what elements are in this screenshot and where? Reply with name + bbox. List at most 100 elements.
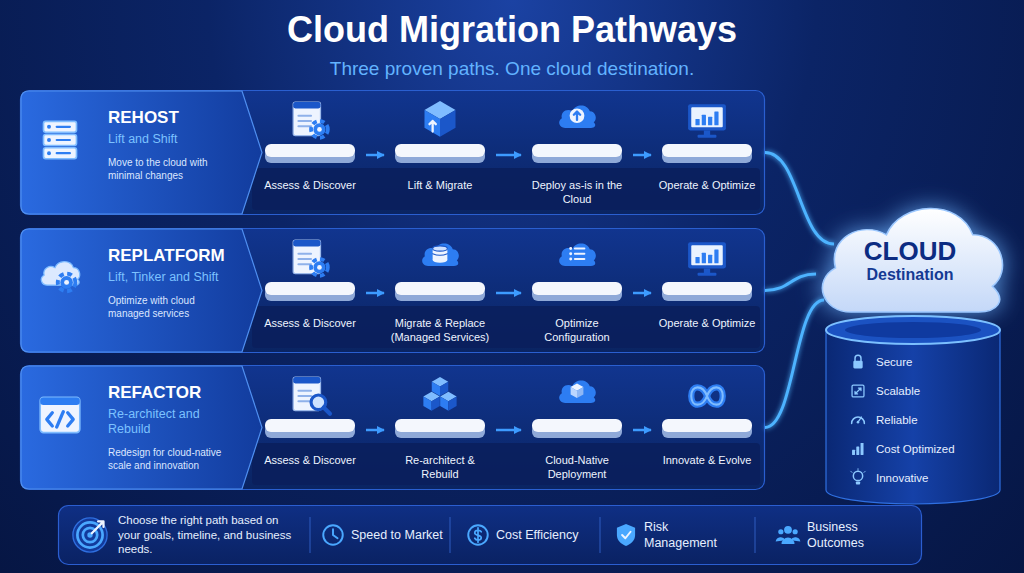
step-card xyxy=(255,233,365,348)
step-card xyxy=(652,95,762,210)
outcome-label: Speed to Market xyxy=(351,527,443,543)
path-subtitle: Lift, Tinker and Shift xyxy=(108,270,238,285)
process-step: Migrate & Replace (Managed Services) xyxy=(385,233,495,348)
process-step: Optimize Configuration xyxy=(522,233,632,348)
doc-gear-icon xyxy=(293,102,328,138)
path-description: Redesign for cloud-native scale and inno… xyxy=(108,446,238,472)
process-step: Lift & Migrate xyxy=(385,95,495,210)
outcome-label: Cost Efficiency xyxy=(496,527,588,543)
step-label: Innovate & Evolve xyxy=(652,454,762,468)
flow-arrow xyxy=(633,154,651,157)
step-label: Operate & Optimize xyxy=(652,179,762,193)
monitor-icon xyxy=(688,104,726,138)
target-icon xyxy=(73,518,107,552)
path-name: REHOST xyxy=(108,108,238,128)
step-label: Optimize Configuration xyxy=(522,317,632,345)
step-label-slot: Operate & Optimize xyxy=(652,317,762,331)
cloud-db-icon xyxy=(422,243,459,265)
step-label-slot: Operate & Optimize xyxy=(652,179,762,193)
gauge-icon xyxy=(852,417,865,423)
pathway-band: Assess & Discover Migrate & Replace (Mana… xyxy=(20,228,765,353)
path-subtitle: Re-architect and Rebuild xyxy=(108,407,238,437)
cloud-gear-icon xyxy=(41,262,79,292)
path-description: Optimize with cloud managed services xyxy=(108,294,238,320)
cloud-cubes-icon xyxy=(559,380,596,402)
outcome-label: Risk Management xyxy=(644,519,744,552)
step-card xyxy=(652,233,762,348)
shield-icon xyxy=(617,524,635,546)
cloud-text: CLOUDDestination xyxy=(812,238,1008,284)
flow-arrow xyxy=(633,292,651,295)
cube-arrow-icon xyxy=(424,101,455,137)
step-label: Assess & Discover xyxy=(255,454,365,468)
step-card xyxy=(385,95,495,210)
step-label-slot: Assess & Discover xyxy=(255,454,365,468)
cloud-link xyxy=(765,274,816,291)
process-step: Re-architect & Rebuild xyxy=(385,370,495,485)
dollar-icon xyxy=(468,525,488,545)
outcome-slot: Speed to Market xyxy=(351,527,443,543)
outcome-slot: Risk Management xyxy=(644,519,744,552)
process-step: Assess & Discover xyxy=(255,95,365,210)
step-label-slot: Re-architect & Rebuild xyxy=(385,454,495,482)
path-name: REPLATFORM xyxy=(108,246,238,266)
process-step: Operate & Optimize xyxy=(652,233,762,348)
flow-arrow xyxy=(496,154,521,157)
step-label-slot: Deploy as-is in the Cloud xyxy=(522,179,632,207)
feature-slot: Cost Optimized xyxy=(876,441,998,457)
process-step: Innovate & Evolve xyxy=(652,370,762,485)
step-label-slot: Optimize Configuration xyxy=(522,317,632,345)
step-label-slot: Assess & Discover xyxy=(255,179,365,193)
title-slot: Cloud Migration Pathways xyxy=(0,8,1024,51)
guidance-text: Choose the right path based on your goal… xyxy=(118,513,298,558)
cloud-subheading: Destination xyxy=(812,265,1008,284)
flow-arrow xyxy=(496,292,521,295)
doc-gear-icon xyxy=(293,240,328,276)
flow-arrow xyxy=(366,292,384,295)
step-card xyxy=(255,95,365,210)
process-step: Assess & Discover xyxy=(255,370,365,485)
feature-label: Cost Optimized xyxy=(876,441,998,457)
code-icon xyxy=(40,397,80,432)
server-icon xyxy=(44,121,77,158)
feature-label: Scalable xyxy=(876,383,998,399)
outcome-slot: Cost Efficiency xyxy=(496,527,588,543)
flow-arrow xyxy=(366,429,384,432)
cloud-link xyxy=(765,300,824,428)
feature-slot: Scalable xyxy=(876,383,998,399)
header-text: REPLATFORM Lift, Tinker and ShiftOptimize… xyxy=(108,246,238,320)
step-card xyxy=(652,370,762,485)
step-label: Cloud-Native Deployment xyxy=(522,454,632,482)
path-description: Move to the cloud with minimal changes xyxy=(108,156,238,182)
flow-arrow xyxy=(633,429,651,432)
header-text: REHOSTLift and ShiftMove to the cloud wi… xyxy=(108,108,238,182)
step-label-slot: Cloud-Native Deployment xyxy=(522,454,632,482)
feature-label: Reliable xyxy=(876,412,998,428)
step-label-slot: Assess & Discover xyxy=(255,317,365,331)
feature-slot: Reliable xyxy=(876,412,998,428)
feature-label: Secure xyxy=(876,354,998,370)
step-label: Assess & Discover xyxy=(255,317,365,331)
feature-label: Innovative xyxy=(876,470,998,486)
pathway-band: Assess & Discover Lift & Migrate Deploy as… xyxy=(20,90,765,215)
step-label: Assess & Discover xyxy=(255,179,365,193)
cloud-up-icon xyxy=(559,105,596,127)
step-label: Re-architect & Rebuild xyxy=(385,454,495,482)
step-label-slot: Migrate & Replace (Managed Services) xyxy=(385,317,495,345)
feature-slot: Secure xyxy=(876,354,998,370)
cloud-list-icon xyxy=(559,243,596,265)
step-label-slot: Lift & Migrate xyxy=(385,179,495,193)
path-name: REFACTOR xyxy=(108,383,238,403)
process-step: Deploy as-is in the Cloud xyxy=(522,95,632,210)
cubes-icon xyxy=(423,377,456,411)
outcome-slot: Business Outcomes xyxy=(807,519,907,552)
step-label: Operate & Optimize xyxy=(652,317,762,331)
outcome-label: Business Outcomes xyxy=(807,519,907,552)
doc-search-icon xyxy=(293,377,330,414)
process-step: Assess & Discover xyxy=(255,233,365,348)
lock-icon xyxy=(853,355,862,368)
header-text: REFACTOR Re-architect and RebuildRedesign… xyxy=(108,383,238,472)
